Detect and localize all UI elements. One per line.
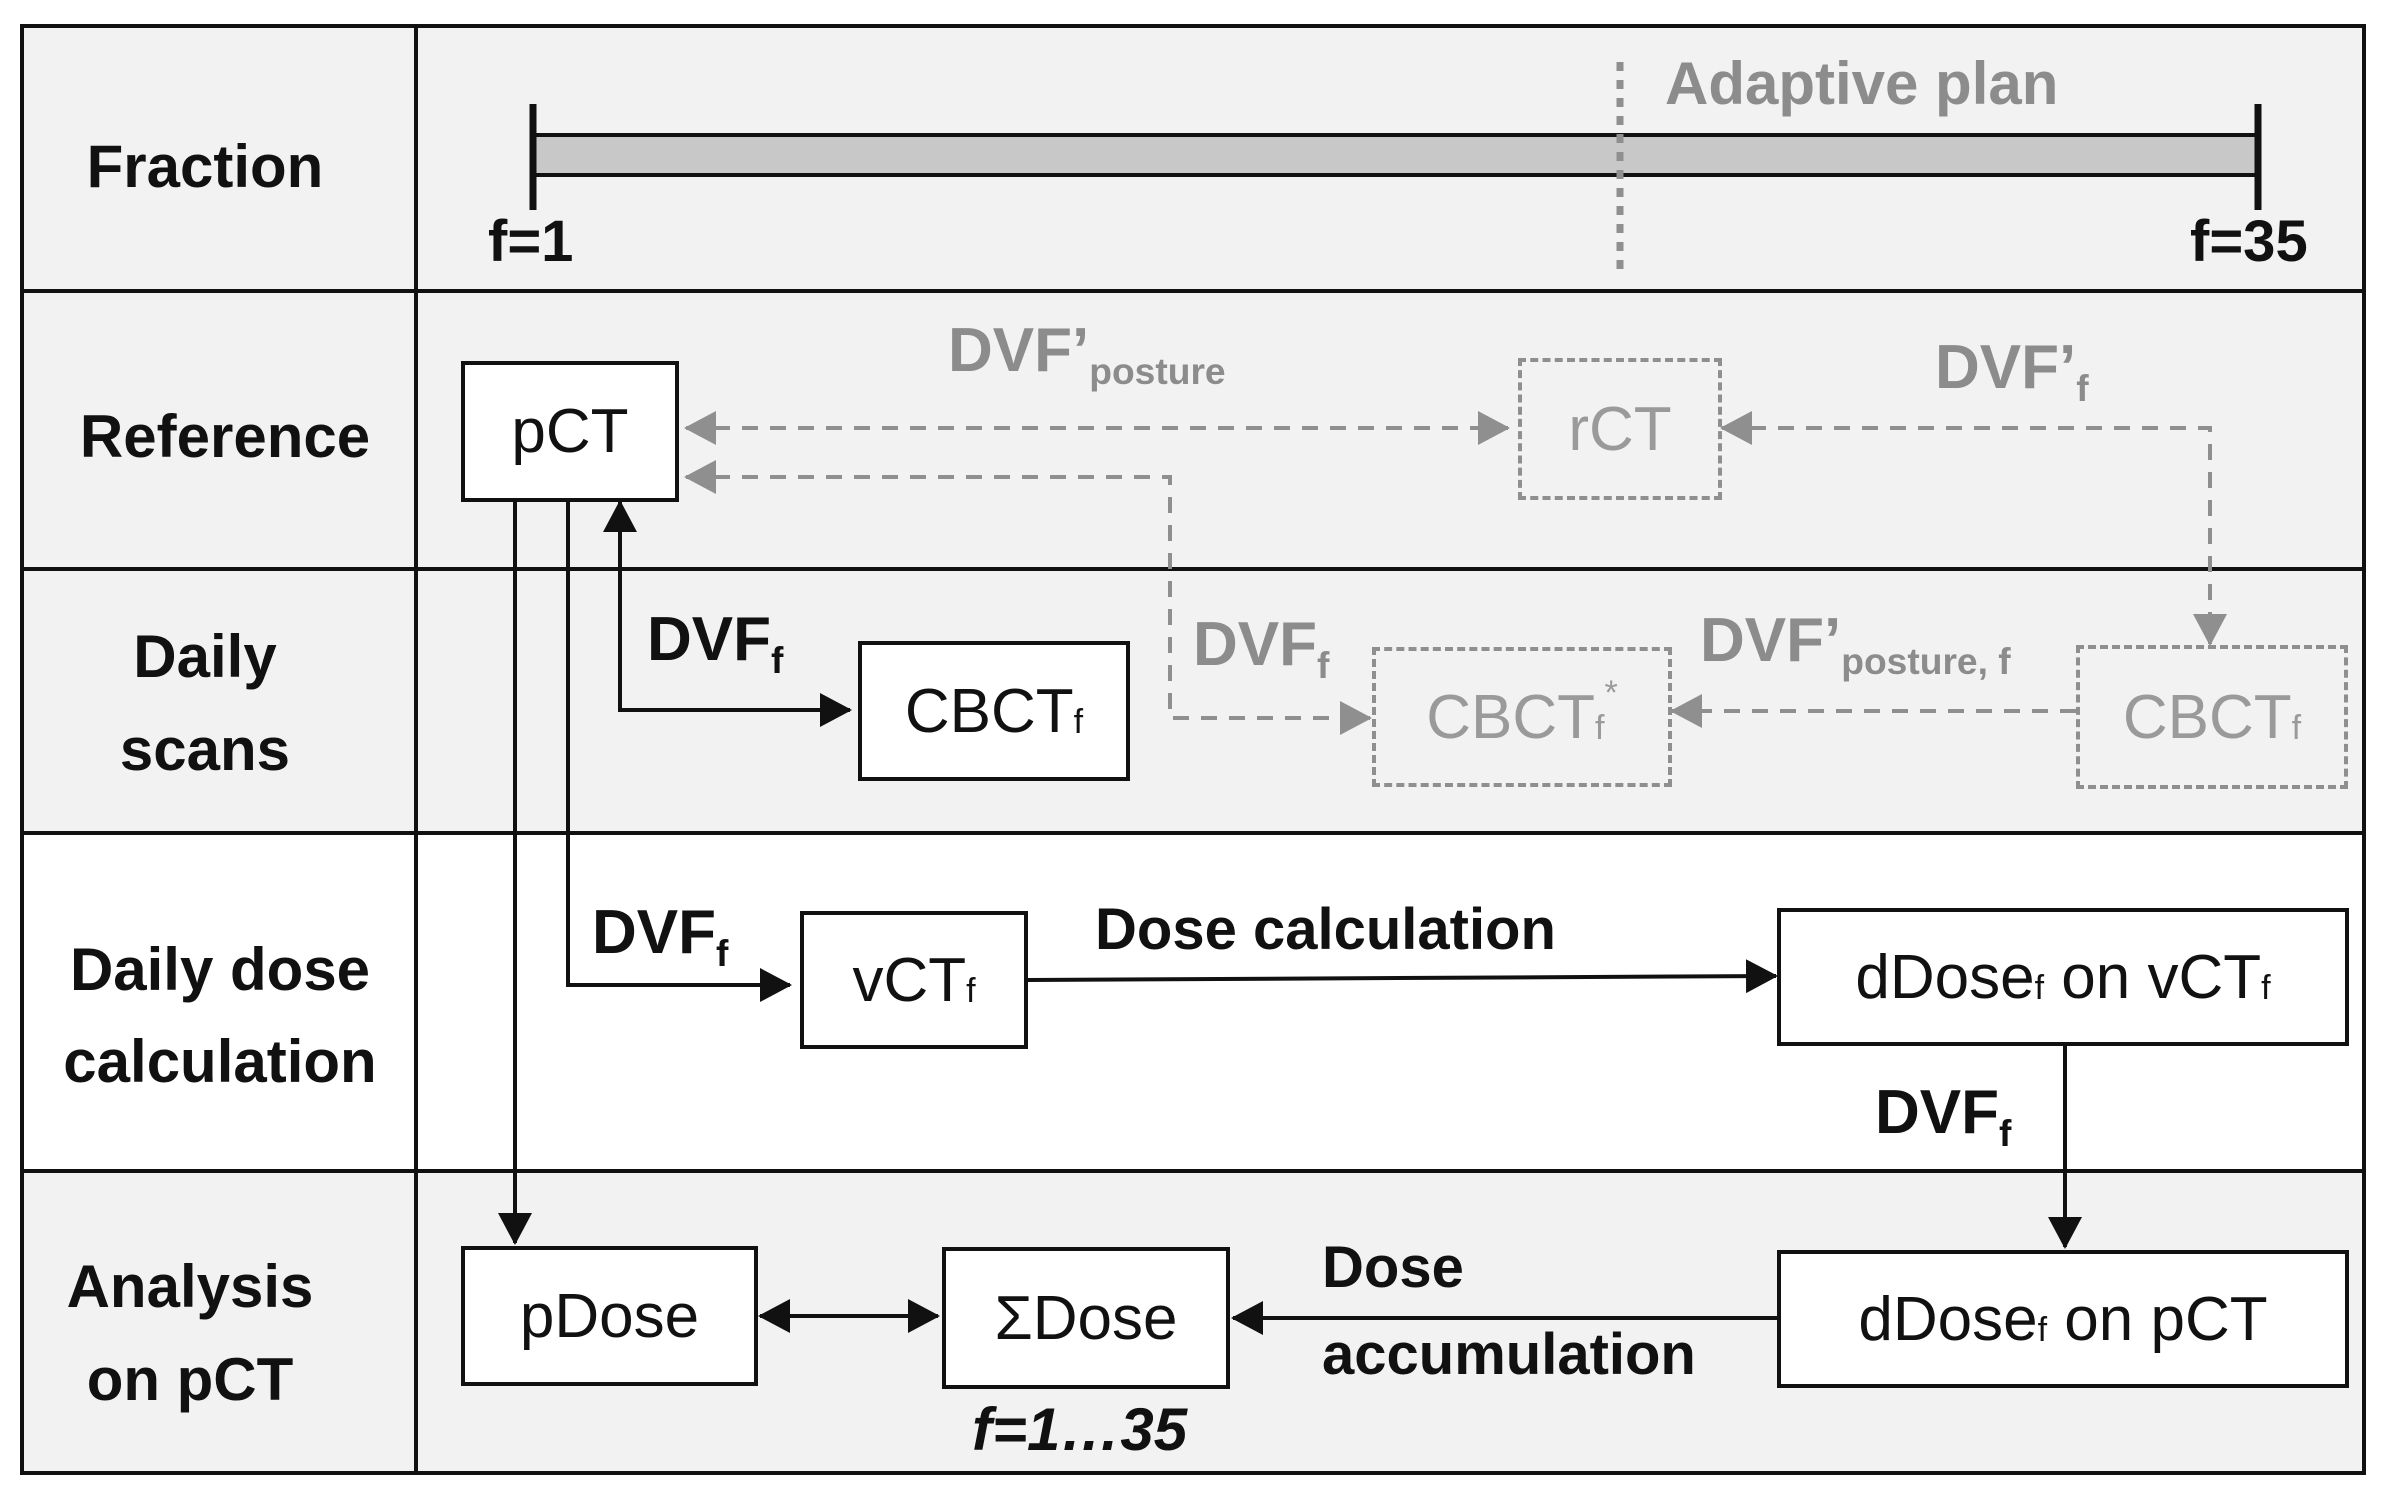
dvf-f-label-grey: DVFf (1193, 610, 1330, 687)
row-label-daily-dose-1: Daily dose (69, 936, 371, 1003)
arrow-dose-calculation (1027, 959, 1778, 994)
dvf-f-label-vct: DVFf (592, 898, 729, 975)
pdose-box: pDose (461, 1246, 758, 1386)
dvf-f-label-ddose: DVFf (1875, 1078, 2012, 1155)
timeline-start-label: f=1 (488, 209, 574, 274)
rct-label: rCT (1568, 394, 1672, 464)
arrow-dvf-prime-f (1720, 411, 2227, 646)
row-daily-scans-bg (22, 569, 2364, 833)
dvf-f-label-black: DVFf (647, 605, 784, 682)
row-label-analysis-2: on pCT (86, 1346, 294, 1413)
row-label-reference: Reference (79, 403, 371, 470)
cbct-star-superscript: * (1604, 673, 1618, 712)
adaptive-plan-label: Adaptive plan (1665, 50, 2059, 117)
timeline-bar (531, 133, 2260, 177)
ddose-pct-subscript: f (2037, 1311, 2048, 1350)
row-label-daily-dose-2: calculation (63, 1028, 377, 1095)
vct-subscript: f (966, 972, 976, 1011)
row-label-fraction: Fraction (86, 133, 324, 200)
cbct-star-subscript: f (1595, 709, 1605, 748)
row-label-daily-scans-1: Daily (133, 623, 277, 690)
table-frame (20, 24, 2366, 1475)
cbct-later-subscript: f (2291, 709, 2302, 748)
arrow-dvf-f-grey (684, 460, 1372, 735)
arrow-dvf-f-cbct (603, 500, 852, 727)
timeline-end-label: f=35 (2190, 209, 2308, 274)
ddose-vct-label-b: on vCT (2044, 942, 2262, 1012)
row-label-analysis-1: Analysis (66, 1253, 314, 1320)
cbct-subscript: f (1073, 703, 1084, 742)
fraction-range-label: f=1…35 (972, 1396, 1188, 1463)
ddose-pct-label-a: dDose (1858, 1284, 2038, 1354)
ddose-vct-subscript-2: f (2261, 969, 2271, 1008)
cbct-later-label: CBCT (2122, 682, 2292, 752)
dvf-prime-f-label: DVF’f (1935, 333, 2089, 410)
ddose-vct-label-a: dDose (1855, 942, 2035, 1012)
ddose-vct-subscript: f (2034, 969, 2045, 1008)
sumdose-label: ΣDose (994, 1283, 1178, 1353)
dvf-posture-f-label: DVF’posture, f (1700, 606, 2011, 683)
pdose-label: pDose (519, 1281, 700, 1351)
sumdose-box: ΣDose (942, 1247, 1230, 1389)
dose-accumulation-label-2: accumulation (1322, 1322, 1696, 1387)
pct-box: pCT (461, 361, 679, 502)
arrow-pct-to-vct (566, 502, 792, 1002)
row-label-daily-scans-2: scans (119, 716, 291, 783)
rct-box: rCT (1518, 358, 1722, 500)
cbct-star-label: CBCT (1426, 682, 1596, 752)
dvf-posture-label: DVF’posture (948, 316, 1226, 393)
dose-calculation-label: Dose calculation (1095, 897, 1556, 962)
pct-label: pCT (511, 397, 629, 466)
ddose-pct-label-b: on pCT (2047, 1284, 2268, 1354)
cbct-label: CBCT (904, 676, 1074, 746)
vct-label: vCT (852, 945, 967, 1015)
dose-accumulation-label-1: Dose (1322, 1235, 1464, 1300)
